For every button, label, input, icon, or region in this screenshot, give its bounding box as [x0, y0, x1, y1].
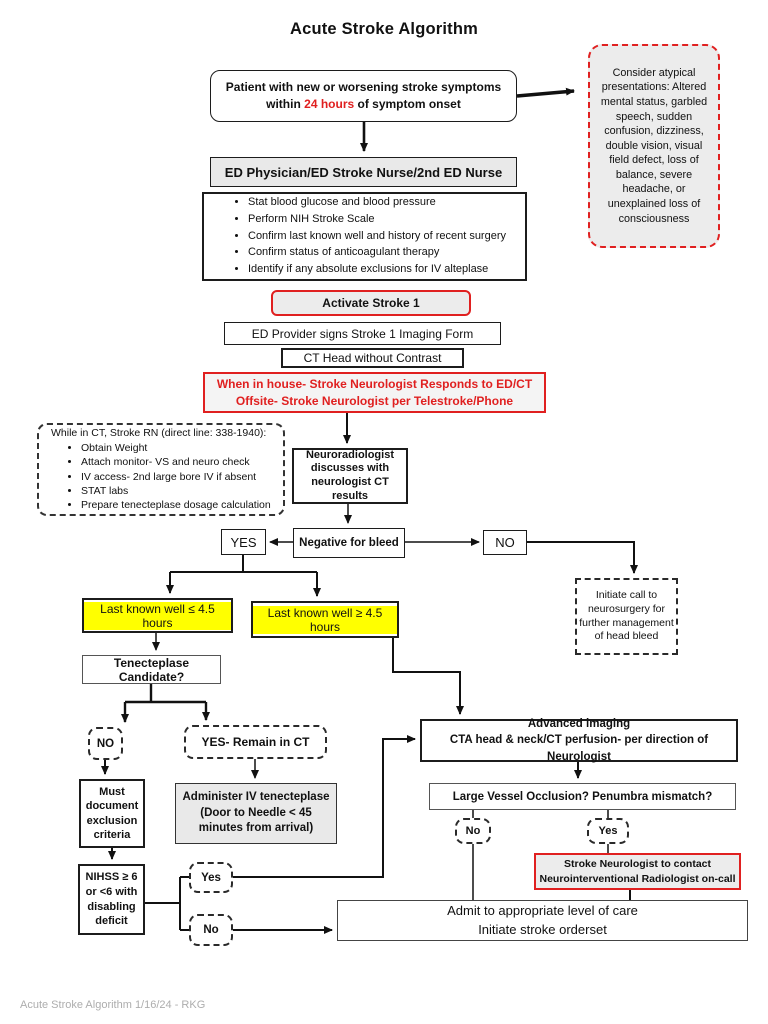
nihss-no-box: No	[189, 914, 233, 946]
ed-tasks-box: Stat blood glucose and blood pressure Pe…	[202, 192, 527, 281]
ed-task-item: Identify if any absolute exclusions for …	[248, 262, 521, 278]
while-in-ct-box: While in CT, Stroke RN (direct line: 338…	[37, 423, 285, 516]
contact-nir-box: Stroke Neurologist to contact Neurointer…	[534, 853, 741, 890]
while-in-ct-item: Attach monitor- VS and neuro check	[81, 455, 279, 469]
atypical-presentations-box: Consider atypical presentations: Altered…	[588, 44, 720, 248]
imaging-form-box: ED Provider signs Stroke 1 Imaging Form	[224, 322, 501, 345]
nihss-line3: disabling	[87, 900, 136, 913]
nihss-line1: NIHSS ≥ 6	[85, 870, 138, 883]
ed-task-item: Confirm status of anticoagulant therapy	[248, 245, 521, 261]
footer-text: Acute Stroke Algorithm 1/16/24 - RKG	[20, 999, 206, 1011]
patient-symptoms-line2: within 24 hours of symptom onset	[266, 97, 461, 111]
advanced-imaging-line1: Advanced imaging	[527, 718, 631, 731]
page-title: Acute Stroke Algorithm	[289, 20, 479, 38]
negative-for-bleed-box: Negative for bleed	[293, 528, 405, 558]
bleed-yes-box: YES	[221, 529, 266, 555]
lvo-no-box: No	[455, 818, 491, 844]
24-hours-red-text: 24 hours	[304, 97, 355, 111]
lkw-under-4-5-text: Last known well ≤ 4.5 hours	[84, 601, 231, 630]
neurologist-responds-box: When in house- Stroke Neurologist Respon…	[203, 372, 546, 413]
must-document-box: Must document exclusion criteria	[79, 779, 145, 848]
nihss-yes-box: Yes	[189, 862, 233, 893]
while-in-ct-item: STAT labs	[81, 484, 279, 498]
administer-line1: Administer IV tenecteplase	[182, 791, 330, 804]
administer-line3: minutes from arrival)	[198, 822, 314, 835]
administer-line2: (Door to Needle < 45	[200, 806, 312, 819]
candidate-no-box: NO	[88, 727, 123, 760]
bleed-no-box: NO	[483, 530, 527, 555]
candidate-yes-remain-box: YES- Remain in CT	[184, 725, 327, 759]
admit-box: Admit to appropriate level of care Initi…	[337, 900, 748, 941]
administer-tenecteplase-box: Administer IV tenecteplase (Door to Need…	[175, 783, 337, 844]
admit-line1: Admit to appropriate level of care	[447, 902, 638, 918]
contact-nir-line1: Stroke Neurologist to contact	[563, 858, 711, 871]
lkw-under-4-5-box: Last known well ≤ 4.5 hours	[82, 598, 233, 633]
patient-symptoms-box: Patient with new or worsening stroke sym…	[210, 70, 517, 122]
ed-task-item: Confirm last known well and history of r…	[248, 229, 521, 245]
ed-task-item: Stat blood glucose and blood pressure	[248, 195, 521, 211]
contact-nir-line2: Neurointerventional Radiologist on-call	[539, 872, 736, 885]
nihss-box: NIHSS ≥ 6 or <6 with disabling deficit	[78, 864, 145, 935]
lkw-over-4-5-box: Last known well ≥ 4.5 hours	[251, 601, 399, 638]
neurologist-responds-line1: When in house- Stroke Neurologist Respon…	[216, 376, 533, 391]
while-in-ct-item: Prepare tenecteplase dosage calculation	[81, 498, 279, 512]
nihss-line4: deficit	[95, 915, 128, 928]
advanced-imaging-line2: CTA head & neck/CT perfusion- per direct…	[449, 734, 709, 763]
lvo-yes-box: Yes	[587, 818, 629, 844]
ed-team-box: ED Physician/ED Stroke Nurse/2nd ED Nurs…	[210, 157, 517, 187]
neurosurgery-box: Initiate call to neurosurgery for furthe…	[575, 578, 678, 655]
lvo-question-box: Large Vessel Occlusion? Penumbra mismatc…	[429, 783, 736, 810]
ct-head-box: CT Head without Contrast	[281, 348, 464, 368]
lkw-over-4-5-text: Last known well ≥ 4.5 hours	[253, 605, 397, 634]
nihss-line2: or <6 with	[85, 885, 138, 898]
patient-symptoms-line1: Patient with new or worsening stroke sym…	[225, 80, 502, 95]
neurologist-responds-line2: Offsite- Stroke Neurologist per Telestro…	[235, 393, 514, 408]
admit-line2: Initiate stroke orderset	[478, 921, 607, 937]
activate-stroke-1-box: Activate Stroke 1	[271, 290, 471, 316]
advanced-imaging-box: Advanced imaging CTA head & neck/CT perf…	[420, 718, 738, 763]
while-in-ct-title: While in CT, Stroke RN (direct line: 338…	[51, 427, 267, 440]
ed-task-item: Perform NIH Stroke Scale	[248, 212, 521, 228]
tenecteplase-candidate-box: Tenecteplase Candidate?	[82, 655, 221, 684]
neuroradiologist-box: Neuroradiologist discusses with neurolog…	[292, 448, 408, 504]
while-in-ct-item: IV access- 2nd large bore IV if absent	[81, 470, 279, 484]
while-in-ct-item: Obtain Weight	[81, 441, 279, 455]
